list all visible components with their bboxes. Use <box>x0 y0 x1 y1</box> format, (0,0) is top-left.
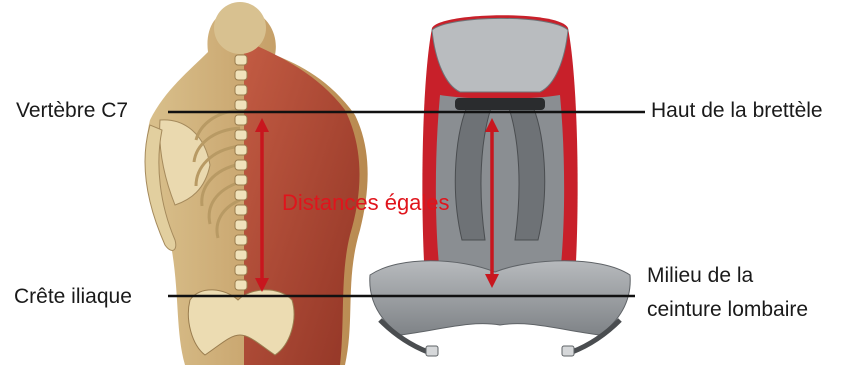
label-belt-mid-line1: Milieu de la <box>647 263 753 289</box>
backpack-lid <box>432 18 568 92</box>
label-belt-mid-line2: ceinture lombaire <box>647 297 808 323</box>
skull <box>214 2 266 54</box>
label-equal-distances: Distances égales <box>282 190 450 216</box>
label-iliac-crest: Crête iliaque <box>14 284 132 310</box>
backpack-illustration <box>370 15 630 356</box>
anatomy-illustration <box>145 2 368 365</box>
belt-buckle-right <box>562 346 574 356</box>
hip-belt <box>370 261 630 335</box>
label-strap-top: Haut de la brettèle <box>651 98 823 124</box>
load-lifter-bar <box>455 98 545 110</box>
belt-buckle-left <box>426 346 438 356</box>
label-c7-vertebra: Vertèbre C7 <box>16 98 128 124</box>
